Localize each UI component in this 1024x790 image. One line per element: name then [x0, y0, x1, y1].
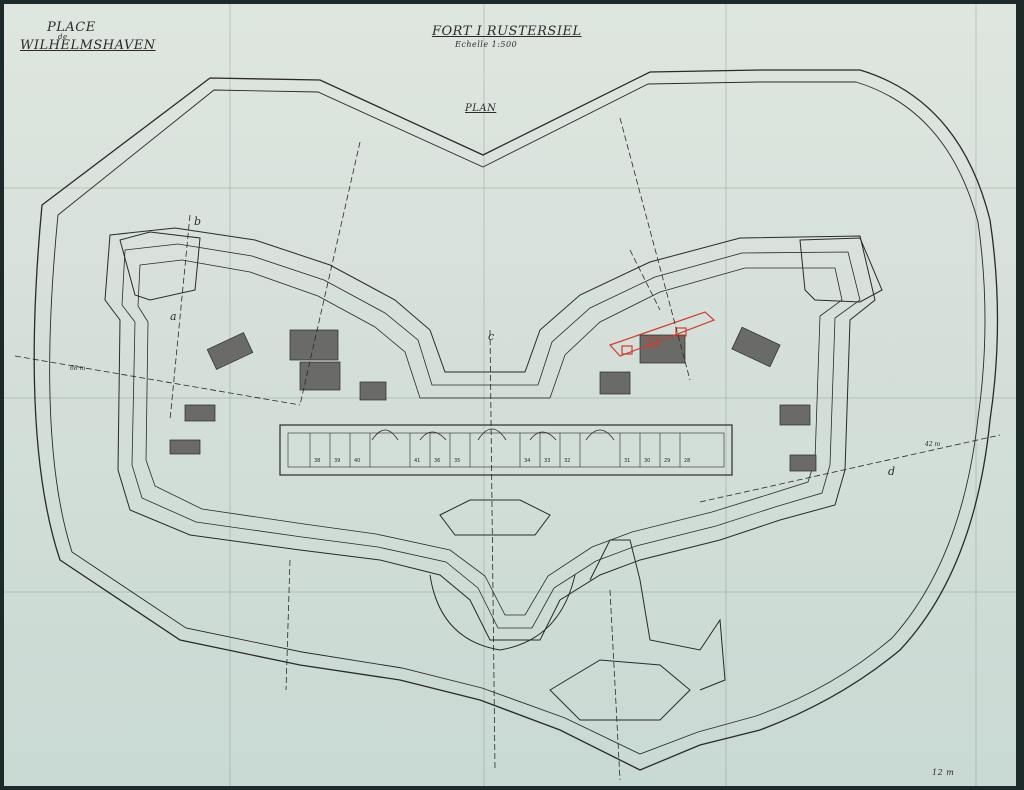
casemate-number: 41: [414, 458, 420, 464]
frame-right: [1016, 0, 1024, 790]
frame-left: [0, 0, 4, 790]
fold-line: [0, 591, 1024, 593]
fold-line: [483, 0, 485, 790]
fold-line: [229, 0, 231, 790]
red-annotation: [608, 311, 716, 357]
casemate-number: 28: [684, 458, 690, 464]
central-barracks: [279, 424, 733, 476]
right-bastion: [799, 237, 883, 303]
scale-label: Echelle 1:500: [455, 40, 518, 49]
fold-line: [0, 187, 1024, 189]
left-gun-emplacements: [169, 329, 387, 455]
gorge-passage: [589, 539, 726, 691]
barrack-arches: [371, 428, 615, 441]
frame-top: [0, 0, 1024, 4]
fold-line: [975, 0, 977, 790]
covered-way-outline: [104, 227, 876, 641]
casemate-number-labels: 38 39 40 41 36 35 34 33 32 31 30 29 28: [314, 458, 690, 464]
casemate-number: 38: [314, 458, 320, 464]
casemate-number: 32: [564, 458, 570, 464]
frame-bottom: [0, 786, 1024, 790]
casemate-number: 31: [624, 458, 630, 464]
rear-redoubt: [549, 659, 691, 721]
casemate-number: 29: [664, 458, 670, 464]
plan-label: PLAN: [465, 103, 497, 114]
drawing-title: FORT I RUSTERSIEL: [432, 24, 582, 39]
outer-glacis-inner: [49, 81, 986, 755]
dimension-label: 42 m: [924, 441, 941, 448]
left-bastion: [119, 231, 201, 301]
dimension-label: 68 m: [70, 365, 86, 372]
corner-note: 12 m: [932, 768, 955, 777]
section-mark: a: [170, 310, 177, 323]
casemate-number: 30: [644, 458, 650, 464]
covered-way-inner: [121, 243, 861, 629]
place-label: PLACE: [47, 20, 96, 35]
section-mark: c: [488, 330, 494, 343]
fold-line: [725, 0, 727, 790]
casemate-cells: [309, 433, 681, 467]
section-mark: b: [194, 215, 201, 228]
front-caponier: [439, 499, 551, 536]
casemate-number: 39: [334, 458, 340, 464]
outer-glacis-outline: [33, 69, 999, 771]
casemate-number: 40: [354, 458, 360, 464]
ditch-line: [137, 259, 843, 616]
casemate-number: 34: [524, 458, 530, 464]
casemate-number: 33: [544, 458, 550, 464]
section-lines: [14, 117, 1001, 781]
casemate-number: 35: [454, 458, 460, 464]
demi-lune: [429, 574, 576, 651]
place-de-label: de: [58, 33, 68, 41]
casemate-number: 36: [434, 458, 440, 464]
city-label: WILHELMSHAVEN: [20, 38, 156, 53]
section-mark: d: [888, 465, 895, 478]
